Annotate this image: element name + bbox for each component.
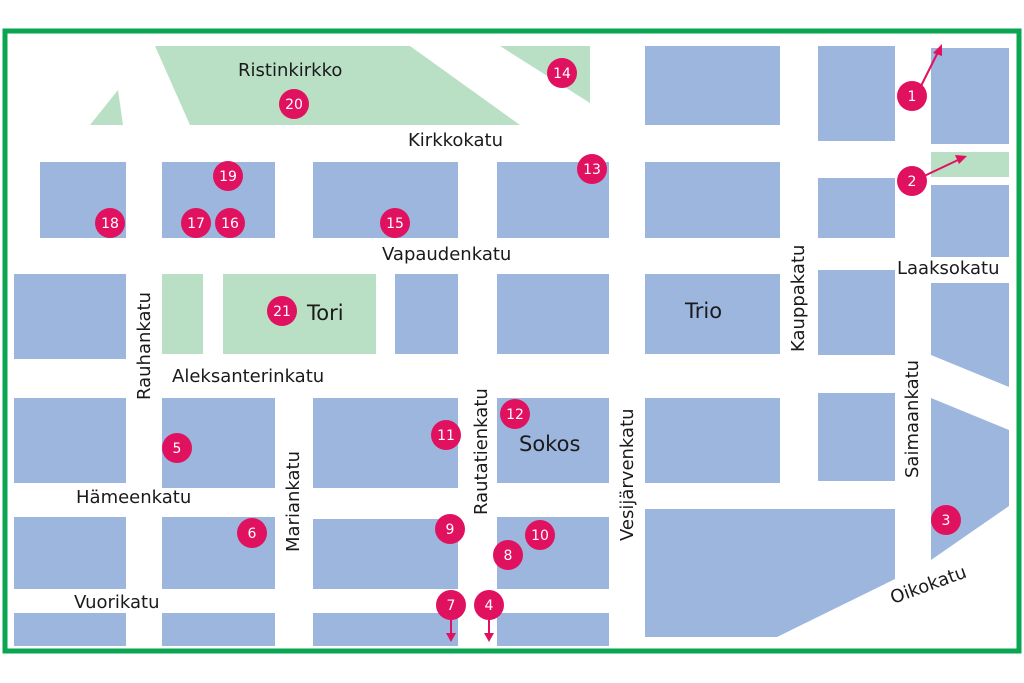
- map-marker-1[interactable]: 1: [897, 81, 927, 111]
- city-block: [395, 274, 458, 354]
- street-kirkkokatu-label: Kirkkokatu: [408, 130, 503, 151]
- city-block: [818, 270, 895, 355]
- map-marker-4[interactable]: 4: [474, 590, 504, 620]
- svg-text:13: 13: [583, 162, 601, 178]
- city-block: [313, 519, 458, 589]
- map-marker-12[interactable]: 12: [500, 399, 530, 429]
- city-block: [931, 398, 1009, 560]
- direction-arrowhead: [446, 633, 456, 642]
- city-block: [14, 613, 126, 646]
- map-marker-15[interactable]: 15: [380, 208, 410, 238]
- svg-text:10: 10: [531, 528, 549, 544]
- city-block: [313, 613, 458, 646]
- map-marker-3[interactable]: 3: [931, 505, 961, 535]
- svg-text:21: 21: [273, 304, 291, 320]
- landmark-ristinkirkko-label: Ristinkirkko: [238, 60, 342, 81]
- direction-arrowhead: [484, 633, 494, 642]
- map-marker-2[interactable]: 2: [897, 166, 927, 196]
- city-block: [14, 274, 126, 359]
- landmark-trio-label: Trio: [684, 299, 722, 323]
- svg-text:18: 18: [101, 216, 119, 232]
- map-marker-7[interactable]: 7: [436, 590, 466, 620]
- street-mariankatu-label: Mariankatu: [283, 451, 304, 552]
- street-hameenkatu-label: Hämeenkatu: [76, 487, 191, 508]
- svg-text:3: 3: [942, 513, 951, 529]
- city-block: [645, 46, 780, 125]
- svg-text:16: 16: [221, 216, 239, 232]
- park-tori-strip: [162, 274, 203, 354]
- street-vuorikatu-label: Vuorikatu: [74, 592, 160, 613]
- map-marker-6[interactable]: 6: [237, 518, 267, 548]
- map-marker-19[interactable]: 19: [213, 161, 243, 191]
- svg-text:8: 8: [504, 548, 513, 564]
- park-tori: [223, 274, 376, 354]
- street-rautatienkatu-label: Rautatienkatu: [471, 388, 492, 515]
- city-block: [497, 613, 609, 646]
- map-marker-16[interactable]: 16: [215, 208, 245, 238]
- city-block: [162, 613, 275, 646]
- direction-arrowhead: [933, 44, 942, 56]
- city-block: [931, 48, 1009, 144]
- city-block: [818, 393, 895, 481]
- park-west-triangle: [90, 90, 123, 125]
- map-marker-21[interactable]: 21: [267, 296, 297, 326]
- svg-text:2: 2: [908, 174, 917, 190]
- svg-text:1: 1: [908, 89, 917, 105]
- street-oikokatu-label: Oikokatu: [888, 562, 970, 609]
- street-aleksanterinkatu-label: Aleksanterinkatu: [172, 366, 324, 387]
- map-marker-5[interactable]: 5: [162, 433, 192, 463]
- direction-arrow: [921, 159, 959, 178]
- map-marker-8[interactable]: 8: [493, 540, 523, 570]
- svg-text:5: 5: [173, 441, 182, 457]
- street-saimaankatu-label: Saimaankatu: [902, 360, 923, 478]
- direction-arrowhead: [955, 155, 967, 164]
- map-marker-13[interactable]: 13: [577, 154, 607, 184]
- svg-text:4: 4: [485, 598, 494, 614]
- map-marker-10[interactable]: 10: [525, 520, 555, 550]
- svg-text:7: 7: [447, 598, 456, 614]
- street-vesijarvenkatu-label: Vesijärvenkatu: [617, 408, 638, 541]
- city-block: [645, 509, 895, 637]
- map-frame: [2, 28, 1022, 654]
- landmark-tori-label: Tori: [306, 301, 344, 325]
- svg-text:9: 9: [446, 522, 455, 538]
- svg-text:11: 11: [437, 428, 455, 444]
- landmark-sokos-label: Sokos: [519, 432, 580, 456]
- svg-text:12: 12: [506, 407, 524, 423]
- map-marker-20[interactable]: 20: [279, 89, 309, 119]
- street-vapaudenkatu-label: Vapaudenkatu: [382, 244, 511, 265]
- city-block: [931, 185, 1009, 257]
- city-block: [818, 46, 895, 141]
- block-trio: [645, 274, 780, 354]
- city-block: [645, 398, 780, 483]
- map-marker-11[interactable]: 11: [431, 420, 461, 450]
- map-marker-9[interactable]: 9: [435, 514, 465, 544]
- svg-text:6: 6: [248, 526, 257, 542]
- svg-text:19: 19: [219, 169, 237, 185]
- city-block: [931, 283, 1009, 387]
- city-block: [818, 178, 895, 238]
- city-block: [497, 274, 609, 354]
- street-laaksokatu-label: Laaksokatu: [897, 258, 1000, 279]
- park-ristinkirkko: [155, 46, 520, 125]
- park-laaksokatu-strip: [931, 152, 1009, 177]
- svg-text:15: 15: [386, 216, 404, 232]
- map-marker-18[interactable]: 18: [95, 208, 125, 238]
- map-marker-14[interactable]: 14: [547, 58, 577, 88]
- svg-text:20: 20: [285, 97, 303, 113]
- svg-text:14: 14: [553, 66, 571, 82]
- svg-text:17: 17: [187, 216, 205, 232]
- city-block: [14, 398, 126, 483]
- map-marker-17[interactable]: 17: [181, 208, 211, 238]
- street-kauppakatu-label: Kauppakatu: [788, 245, 809, 352]
- city-block: [14, 517, 126, 589]
- street-rauhankatu-label: Rauhankatu: [134, 292, 155, 400]
- city-block: [645, 162, 780, 238]
